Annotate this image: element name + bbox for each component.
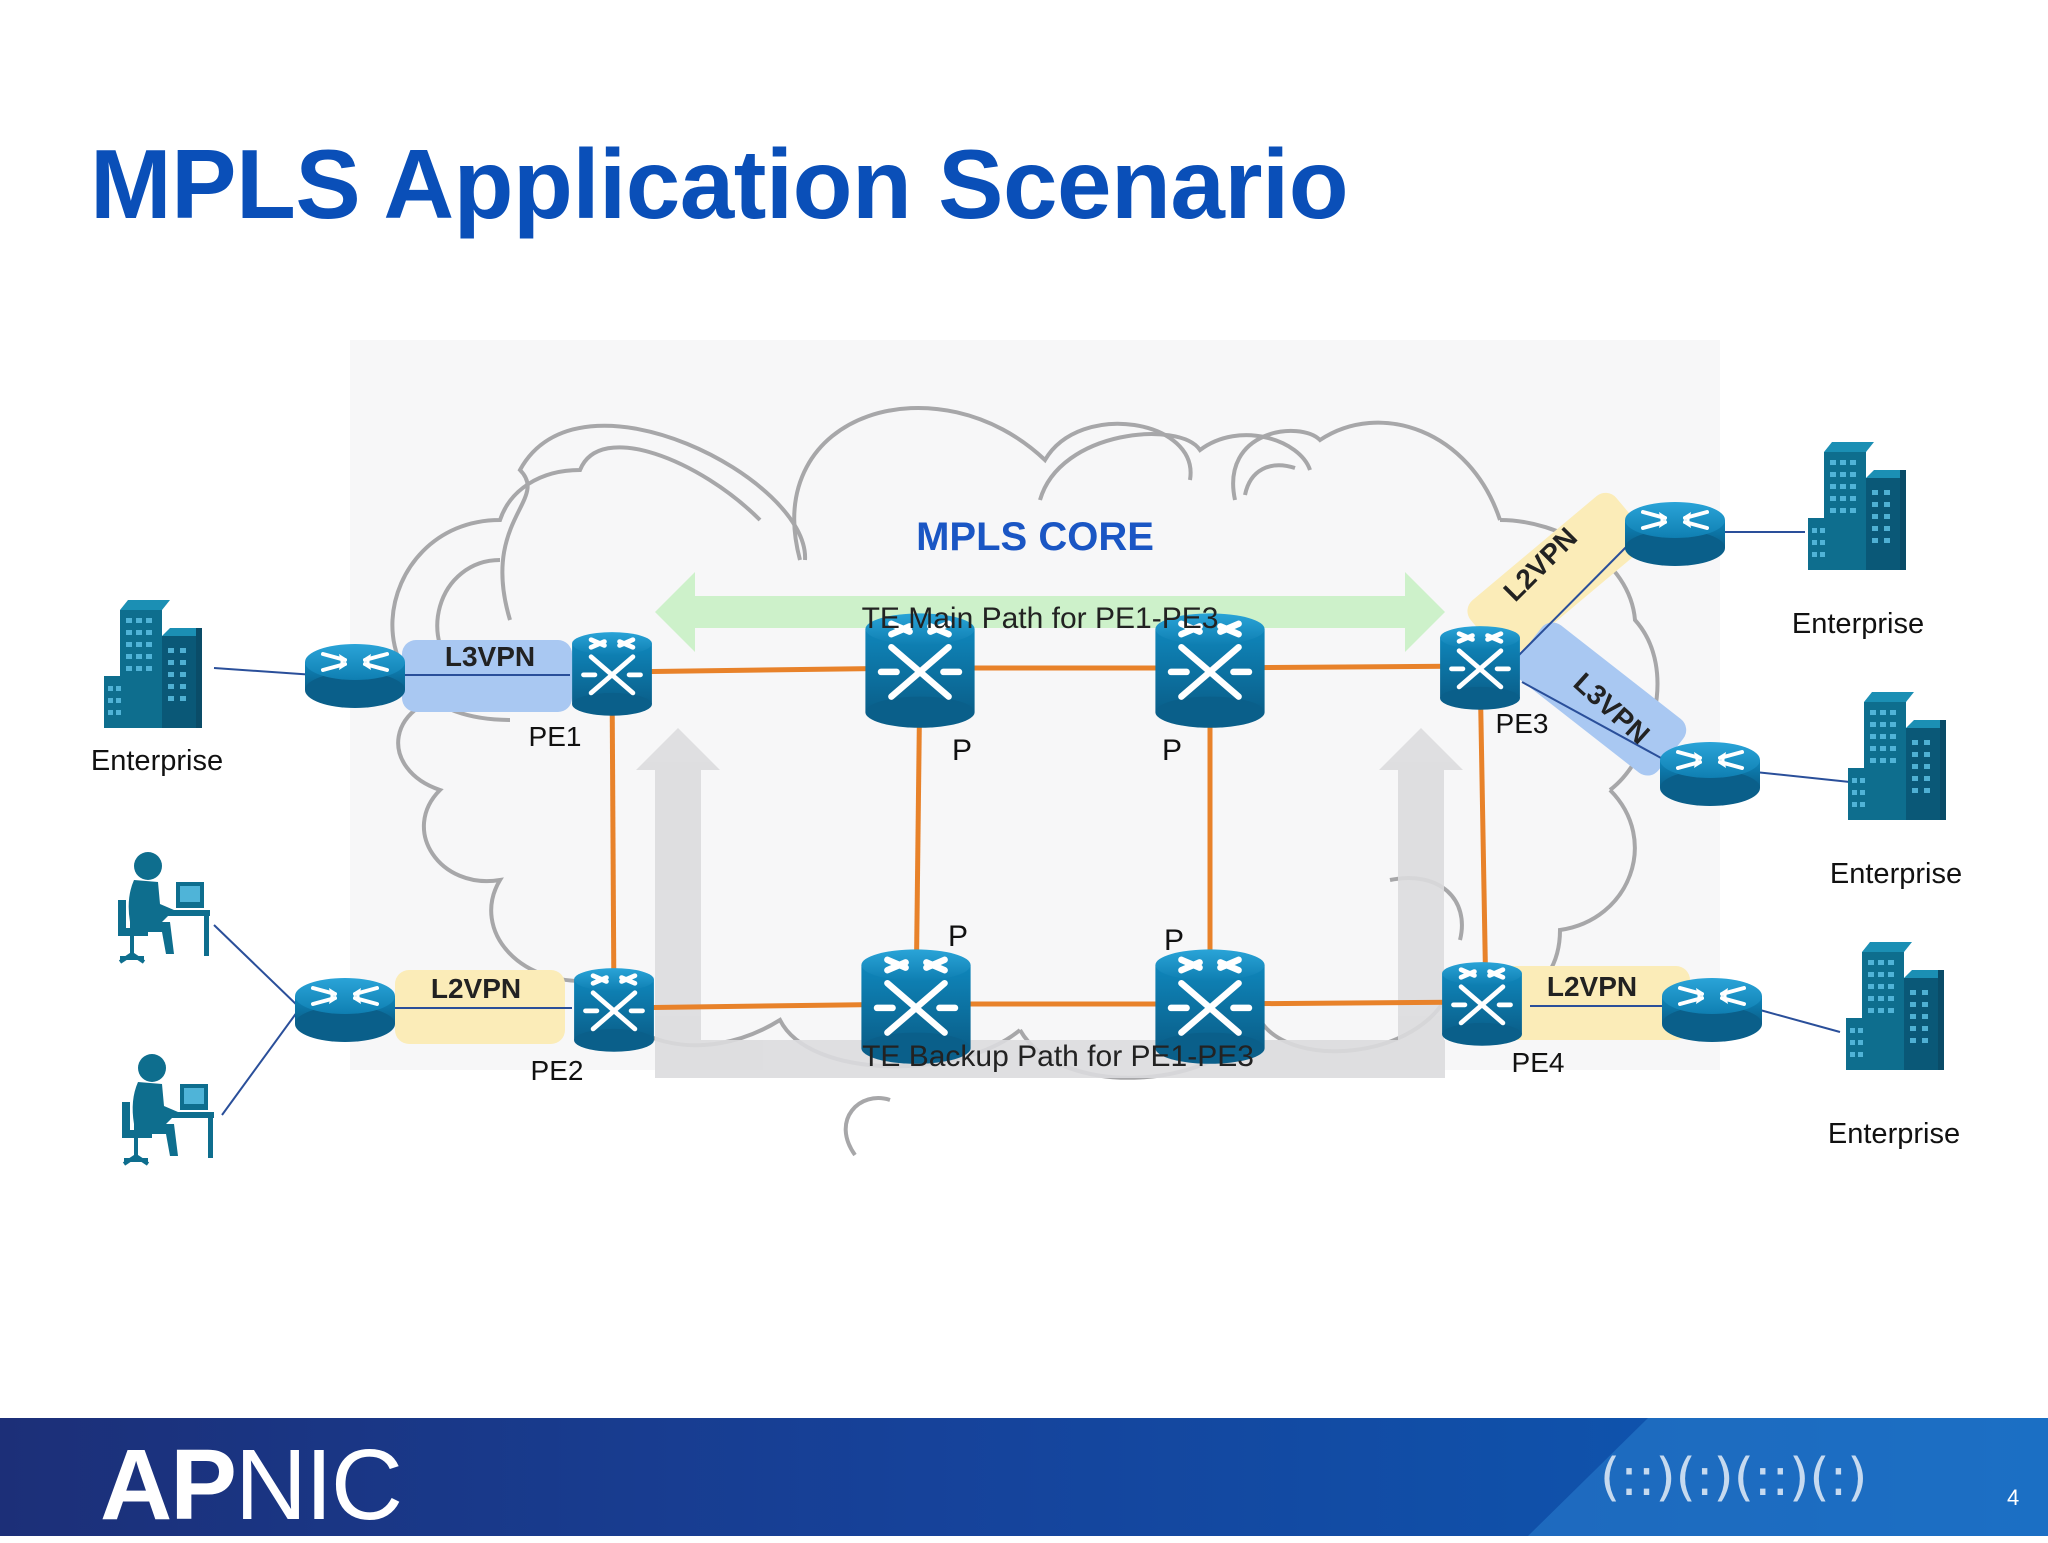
l2vpn-band-pe4 <box>1495 966 1690 1040</box>
mpls-diagram: MPLS CORE TE Main Path for PE1-PE3 TE Ba… <box>90 405 1963 1166</box>
building-icon-right-top <box>1808 442 1906 570</box>
p-label-top-right: P <box>1162 734 1182 767</box>
router-icon-pe2[interactable] <box>574 968 654 1052</box>
router-icon-pe1[interactable] <box>572 632 652 716</box>
user-workstation-icon-top <box>116 850 212 964</box>
l3vpn-label-pe1: L3VPN <box>445 641 535 672</box>
router-icon-ce-right-top[interactable] <box>1623 500 1727 568</box>
logo-regular-part: NIC <box>234 1429 403 1541</box>
l3vpn-band-pe3 <box>1513 622 1687 776</box>
te-backup-path-arrow <box>636 728 1463 1078</box>
logo-bold-part: AP <box>100 1429 237 1541</box>
p-label-top-left: P <box>952 734 972 767</box>
router-icon-ce-right-bottom[interactable] <box>1660 976 1764 1044</box>
p-label-bottom-right: P <box>1164 924 1184 957</box>
building-icon-right-bottom <box>1846 942 1944 1070</box>
pe4-label: PE4 <box>1512 1047 1565 1078</box>
slide-title: MPLS Application Scenario <box>90 129 1349 239</box>
pe2-label: PE2 <box>531 1055 584 1086</box>
te-backup-path-label: TE Backup Path for PE1-PE3 <box>862 1040 1254 1073</box>
mpls-core-label: MPLS CORE <box>916 515 1154 559</box>
router-icon-ce-right-middle[interactable] <box>1658 740 1762 808</box>
router-icon-pe4[interactable] <box>1442 962 1522 1046</box>
enterprise-label-left: Enterprise <box>91 745 223 777</box>
enterprise-label-right-top: Enterprise <box>1792 608 1924 640</box>
footer-bar <box>0 1418 2048 1536</box>
access-links <box>213 531 1851 1116</box>
router-icon-ce-left-bottom[interactable] <box>293 976 397 1044</box>
enterprise-label-right-middle: Enterprise <box>1830 858 1962 890</box>
user-workstation-icon-bottom <box>120 1052 216 1166</box>
p-label-bottom-left: P <box>948 920 968 953</box>
router-icon-ce-left-top[interactable] <box>303 642 407 710</box>
slide-number: 4 <box>2007 1485 2020 1510</box>
enterprise-label-right-bottom: Enterprise <box>1828 1118 1960 1150</box>
l2vpn-band-pe3 <box>1467 492 1647 658</box>
building-icon-left <box>104 600 202 728</box>
pe3-label: PE3 <box>1496 708 1549 739</box>
te-main-path-arrow <box>655 572 1445 652</box>
building-icon-right-middle <box>1848 692 1946 820</box>
pe1-label: PE1 <box>529 721 582 752</box>
apnic-logo: APNIC <box>100 1428 403 1543</box>
l2vpn-label-pe4: L2VPN <box>1547 971 1637 1002</box>
footer-glyph-decoration: (::)(:)(::)(:) <box>1600 1448 1868 1508</box>
router-icon-pe3[interactable] <box>1440 626 1520 710</box>
l2vpn-label-pe2: L2VPN <box>431 973 521 1004</box>
te-main-path-label: TE Main Path for PE1-PE3 <box>862 602 1219 635</box>
